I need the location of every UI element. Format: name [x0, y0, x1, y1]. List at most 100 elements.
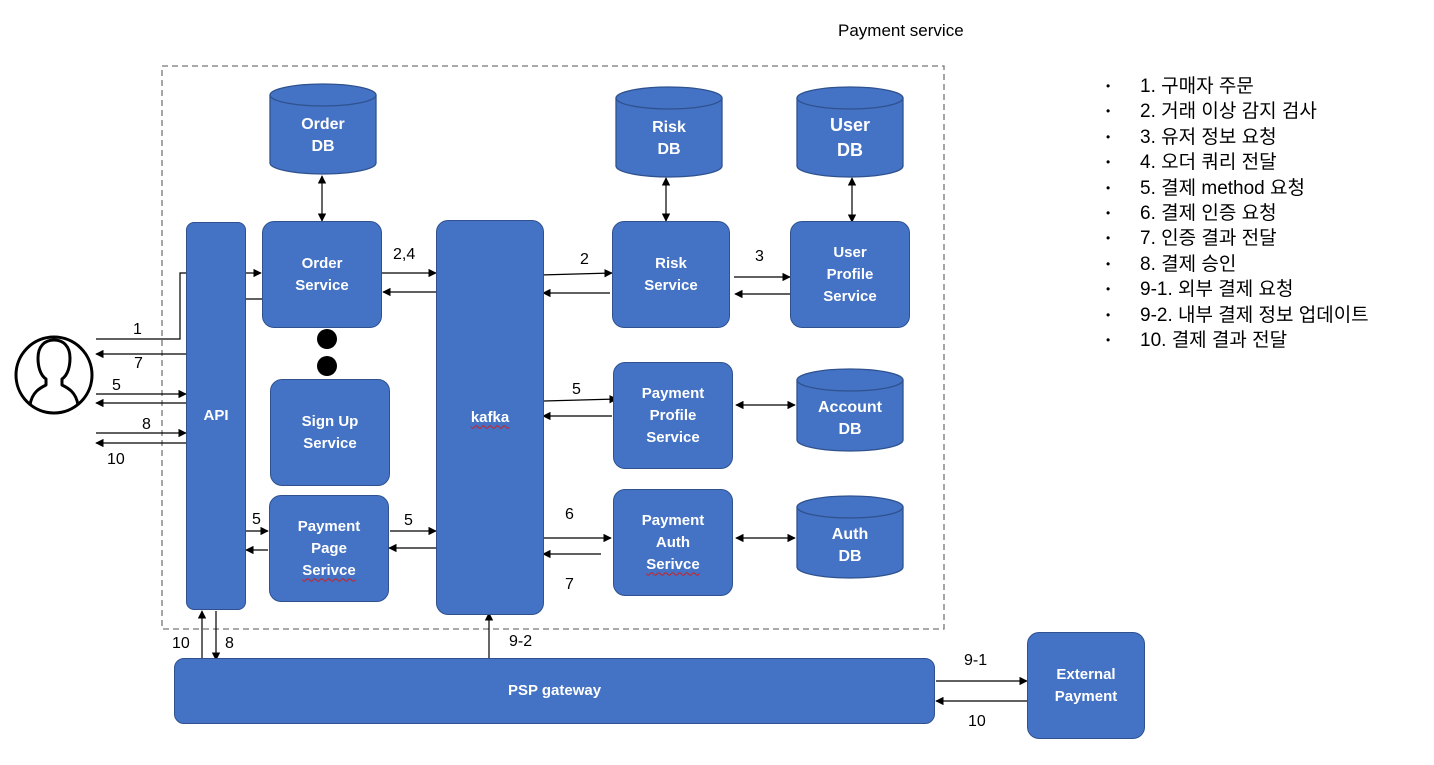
payment-page-label-2: Page [311, 539, 347, 557]
edge-label-api-payment-page: 5 [252, 511, 261, 528]
bullet-icon: • [1106, 206, 1111, 221]
account-db-label-2: DB [838, 421, 861, 438]
order-db: Order DB [269, 83, 377, 175]
account-db: Account DB [796, 368, 904, 452]
account-db-label-1: Account [818, 399, 883, 416]
payment-service-boundary [161, 65, 945, 630]
risk-service-label-2: Service [644, 276, 698, 294]
auth-db-label-1: Auth [832, 526, 868, 543]
edge-label-psp-api-10: 10 [172, 635, 190, 652]
user-db: User DB [796, 86, 904, 178]
legend-item: • 5. 결제 method 요청 [1106, 176, 1369, 201]
risk-service-box: Risk Service [612, 221, 730, 328]
edge-label-psp-api-8: 8 [225, 635, 234, 652]
external-payment-label-1: External [1056, 665, 1116, 683]
edge-label-kafka-payment-profile: 5 [572, 381, 581, 398]
bullet-icon: • [1106, 155, 1111, 170]
edge-label-kafka-auth-7: 7 [565, 576, 574, 593]
edge-label-user-1: 1 [133, 321, 142, 338]
risk-db-label-1: Risk [652, 119, 686, 136]
bullet-icon: • [1106, 180, 1111, 195]
signup-service-label-2: Service [303, 434, 357, 452]
order-service-label-2: Service [295, 276, 349, 294]
user-profile-label-2: Profile [826, 265, 874, 283]
psp-gateway-box: PSP gateway [174, 658, 935, 724]
order-db-label-1: Order [301, 116, 345, 133]
payment-profile-label-1: Payment [641, 384, 705, 402]
user-profile-service-box: User Profile Service [790, 221, 910, 328]
legend-item: • 1. 구매자 주문 [1106, 74, 1369, 99]
bullet-icon: • [1106, 231, 1111, 246]
bullet-icon: • [1106, 79, 1111, 93]
edge-label-user-5: 5 [112, 377, 121, 394]
ellipsis-dot-2 [317, 356, 337, 376]
edge-label-user-7: 7 [134, 355, 143, 372]
bullet-icon: • [1106, 307, 1111, 322]
legend-text: 3. 유저 정보 요청 [1140, 126, 1277, 148]
external-payment-box: External Payment [1027, 632, 1145, 739]
legend-text: 9-1. 외부 결제 요청 [1140, 279, 1294, 301]
kafka-box: kafka [436, 220, 544, 615]
payment-auth-label-1: Payment [641, 511, 705, 529]
auth-db: Auth DB [796, 495, 904, 579]
user-db-label-1: User [830, 115, 870, 135]
bullet-icon: • [1106, 282, 1111, 297]
bullet-icon: • [1106, 333, 1111, 348]
signup-service-label-1: Sign Up [301, 412, 359, 430]
bullet-icon: • [1106, 104, 1111, 119]
legend-item: • 10. 결제 결과 전달 [1106, 328, 1369, 353]
legend-item: • 8. 결제 승인 [1106, 252, 1369, 277]
user-profile-label-1: User [833, 243, 867, 261]
edge-label-psp-external-10: 10 [968, 713, 986, 730]
edge-label-psp-external-9-1: 9-1 [964, 652, 988, 669]
risk-db: Risk DB [615, 86, 723, 178]
user-icon [14, 335, 94, 415]
psp-gateway-label: PSP gateway [507, 682, 602, 699]
legend-text: 4. 오더 쿼리 전달 [1140, 152, 1277, 174]
edge-label-payment-page-kafka: 5 [404, 512, 413, 529]
api-box: API [186, 222, 246, 610]
edge-label-user-10: 10 [107, 451, 125, 468]
payment-profile-label-2: Profile [649, 406, 697, 424]
signup-service-box: Sign Up Service [270, 379, 390, 486]
legend-text: 7. 인증 결과 전달 [1140, 228, 1277, 250]
legend-text: 6. 결제 인증 요청 [1140, 203, 1277, 225]
payment-auth-service-box: Payment Auth Serivce [613, 489, 733, 596]
legend-text: 5. 결제 method 요청 [1140, 177, 1305, 199]
payment-auth-label-3: Serivce [646, 555, 700, 573]
bullet-icon: • [1106, 129, 1111, 144]
edge-label-order-kafka: 2,4 [393, 246, 416, 263]
user-db-label-2: DB [837, 140, 863, 160]
legend-item: • 7. 인증 결과 전달 [1106, 226, 1369, 251]
ellipsis-dot-1 [317, 329, 337, 349]
edge-label-kafka-auth-6: 6 [565, 506, 574, 523]
edge-label-risk-user: 3 [755, 248, 764, 265]
payment-profile-label-3: Service [646, 428, 700, 446]
payment-auth-label-2: Auth [655, 533, 691, 551]
payment-profile-service-box: Payment Profile Service [613, 362, 733, 469]
legend-item: • 2. 거래 이상 감지 검사 [1106, 99, 1369, 124]
legend-list: •1. 구매자 주문 •2. 거래 이상 감지 검사 •3. 유저 정보 요청 … [1106, 74, 1369, 353]
legend-item: • 6. 결제 인증 요청 [1106, 201, 1369, 226]
order-db-label-2: DB [311, 138, 334, 155]
legend-item: • 4. 오더 쿼리 전달 [1106, 150, 1369, 175]
legend-text: 8. 결제 승인 [1140, 253, 1237, 275]
edge-label-user-8: 8 [142, 416, 151, 433]
order-service-label-1: Order [301, 254, 343, 272]
user-profile-label-3: Service [823, 287, 877, 305]
risk-db-label-2: DB [657, 141, 680, 158]
legend-text: 2. 거래 이상 감지 검사 [1140, 101, 1317, 123]
kafka-label: kafka [470, 408, 510, 426]
bullet-icon: • [1106, 256, 1111, 271]
legend-text: 1. 구매자 주문 [1140, 76, 1254, 97]
edge-label-kafka-risk: 2 [580, 251, 589, 268]
legend-item: • 9-2. 내부 결제 정보 업데이트 [1106, 303, 1369, 328]
risk-service-label-1: Risk [655, 254, 687, 272]
legend-text: 9-2. 내부 결제 정보 업데이트 [1140, 304, 1369, 326]
legend-item: • 9-1. 외부 결제 요청 [1106, 277, 1369, 302]
legend-text: 10. 결제 결과 전달 [1140, 330, 1288, 352]
diagram-title: Payment service [838, 21, 964, 40]
payment-page-label-3: Serivce [302, 561, 356, 579]
edge-label-psp-kafka: 9-2 [509, 633, 533, 650]
